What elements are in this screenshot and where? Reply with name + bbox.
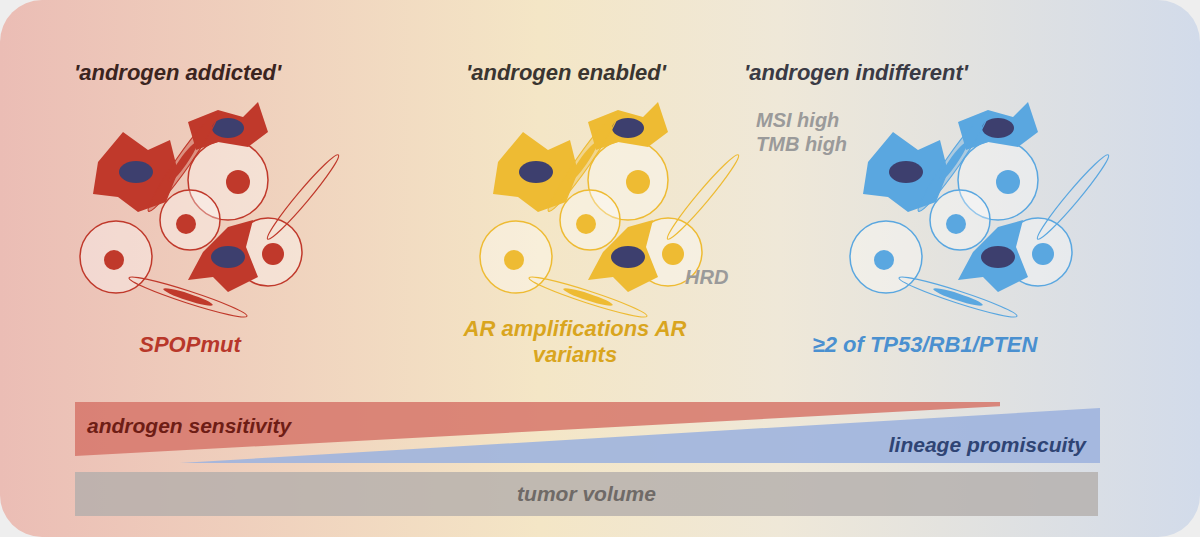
band-fill bbox=[75, 472, 1098, 516]
genomic-marker: ≥2 of TP53/RB1/PTEN bbox=[760, 332, 1090, 358]
band-label: tumor volume bbox=[517, 482, 656, 506]
promiscuity-wedge: lineage promiscuity bbox=[180, 408, 1100, 463]
stage-heading: 'androgen addicted' bbox=[74, 60, 314, 86]
genomic-note: MSI high TMB high bbox=[756, 108, 866, 156]
band-fill bbox=[180, 408, 1100, 463]
genomic-marker: SPOPmut bbox=[90, 332, 290, 358]
genomic-note: HRD bbox=[685, 265, 755, 289]
stage-heading: 'androgen enabled' bbox=[466, 60, 706, 86]
genomic-marker: AR amplifications AR variants bbox=[460, 316, 690, 369]
tumor-volume-bar: tumor volume bbox=[75, 472, 1098, 516]
band-label: androgen sensitivity bbox=[87, 414, 291, 438]
stage-heading: 'androgen indifferent' bbox=[744, 60, 1024, 86]
band-label: lineage promiscuity bbox=[889, 433, 1086, 457]
